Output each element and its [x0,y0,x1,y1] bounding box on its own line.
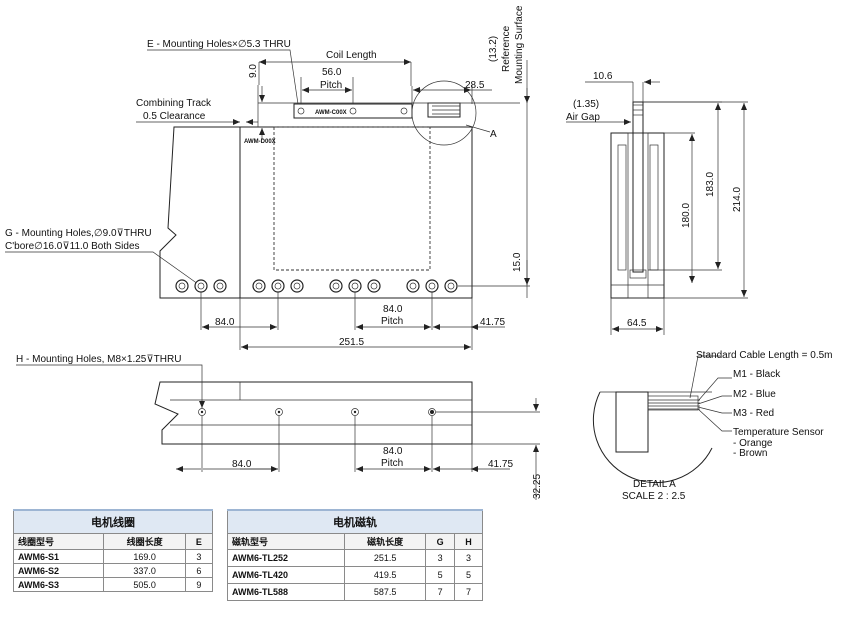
e-hole [400,107,408,115]
table-row: AWM6-S1 169.0 3 [12,549,214,564]
coil-header: 线圈长度 [103,533,186,550]
pitch-56-word: Pitch [320,80,342,91]
dim-10-6: 10.6 [593,71,613,82]
mount-h-label: H - Mounting Holes, M8×1.25⊽THRU [16,354,181,365]
dim-41-75: 41.75 [480,317,505,328]
coil-header: E [184,533,214,550]
dim-84-pitch: 84.0 [383,304,403,315]
table-row: AWM6-S3 505.0 9 [12,577,214,592]
side-track-body [610,132,665,299]
g-hole [425,279,439,293]
g-hole [271,279,285,293]
g-hole-row [175,279,458,293]
g-hole [194,279,208,293]
side-view: 10.6 (1.35) Air Gap 180.0 183.0 214.0 64… [566,71,748,335]
top-view: AWM-C00X AWM-D00X A E - Mounting Holes×∅… [5,5,530,350]
g-hole [367,279,381,293]
coil-length-label: Coil Length [326,50,377,61]
coil-inner-outline [273,126,431,271]
h-hole [351,408,359,416]
detail-a: Standard Cable Length = 0.5m M1 - Black … [592,350,832,502]
bottom-dim-41-75: 41.75 [488,459,513,470]
bottom-pitch-word: Pitch [381,458,403,469]
g-hole [444,279,458,293]
table-row: AWM6-TL420 419.5 5 5 [226,566,483,584]
detail-scale: SCALE 2 : 2.5 [622,491,686,502]
coil-mounting-strip [293,103,413,119]
pitch-word-2: Pitch [381,316,403,327]
dim-28-5: 28.5 [465,80,485,91]
detail-title: DETAIL A [633,479,676,490]
track-tag: AWM-D00X [244,139,276,145]
h-hole [428,408,436,416]
temp-sensor: Temperature Sensor [733,427,824,438]
track-header: 磁轨型号 [226,533,346,550]
bottom-track-outline [154,381,473,445]
temp-orange: - Orange [733,438,773,449]
table-row: AWM6-TL252 251.5 3 3 [226,549,483,567]
air-gap-label: Air Gap [566,112,600,123]
g-hole [406,279,420,293]
dim-64-5: 64.5 [627,318,647,329]
dim-251-5: 251.5 [339,337,364,348]
dim-13-2: (13.2) [488,36,499,62]
coil-header: 线圈型号 [12,533,105,550]
mount-e-label: E - Mounting Holes×∅5.3 THRU [147,39,291,50]
bottom-view: H - Mounting Holes, M8×1.25⊽THRU 32.25 8… [16,354,543,500]
wire-m1: M1 - Black [733,369,781,380]
wire-m2: M2 - Blue [733,389,776,400]
h-hole [275,408,283,416]
temp-brown: - Brown [733,448,767,459]
reference-surface-1: Reference [501,25,512,72]
track-header: 磁轨长度 [344,533,427,550]
h-hole [198,408,206,416]
dim-183: 183.0 [705,172,716,197]
dim-32-25: 32.25 [532,474,543,499]
dim-15: 15.0 [512,252,523,272]
g-hole [290,279,304,293]
coil-body [239,126,473,299]
g-hole [213,279,227,293]
air-gap-value: (1.35) [573,99,599,110]
detail-circle [592,391,713,484]
combining-track-2: 0.5 Clearance [143,111,206,122]
pitch-56-value: 56.0 [322,67,342,78]
mount-g-2: C'bore∅16.0⊽11.0 Both Sides [5,241,140,252]
mount-g-1: G - Mounting Holes,∅9.0⊽THRU [5,228,152,239]
table-row: AWM6-S2 337.0 6 [12,563,214,578]
reference-surface-2: Mounting Surface [514,5,525,84]
g-hole [348,279,362,293]
track-table: 电机磁轨 磁轨型号 磁轨长度 G H AWM6-TL252 251.5 3 3 … [226,509,483,601]
g-hole [252,279,266,293]
dim-84-left: 84.0 [215,317,235,328]
detail-a-circle [411,80,477,146]
track-header: G [425,533,456,550]
h-hole-row [198,408,436,416]
bottom-dim-84-left: 84.0 [232,459,252,470]
dim-214: 214.0 [732,187,743,212]
coil-table: 电机线圈 线圈型号 线圈长度 E AWM6-S1 169.0 3 AWM6-S2… [12,509,214,592]
table-row: AWM6-TL588 587.5 7 7 [226,583,483,601]
dim-180: 180.0 [681,203,692,228]
coil-table-caption: 电机线圈 [13,509,213,534]
bottom-dim-84-pitch: 84.0 [383,446,403,457]
coil-tag: AWM-C00X [315,110,347,116]
track-table-caption: 电机磁轨 [227,509,483,534]
g-hole [175,279,189,293]
dim-9: 9.0 [248,64,259,78]
side-coil-blade [632,101,644,273]
track-outline [159,126,473,299]
detail-callout-a: A [490,129,497,140]
e-hole [297,107,305,115]
combining-track-1: Combining Track [136,98,212,109]
cable-length: Standard Cable Length = 0.5m [696,350,832,361]
e-hole [349,107,357,115]
wire-m3: M3 - Red [733,408,774,419]
g-hole [329,279,343,293]
track-header: H [454,533,483,550]
